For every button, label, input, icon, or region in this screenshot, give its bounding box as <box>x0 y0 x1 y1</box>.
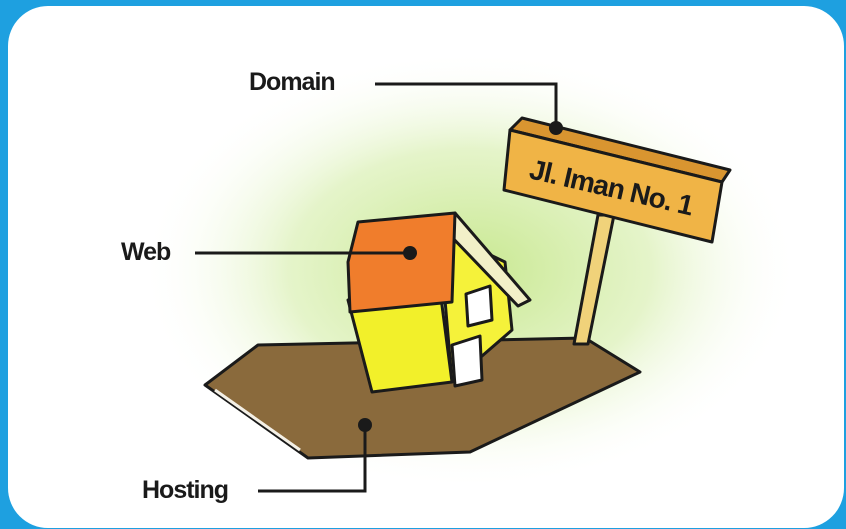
hosting-label: Hosting <box>142 476 228 504</box>
domain-label: Domain <box>249 68 335 96</box>
domain-marker <box>549 121 563 135</box>
web-marker <box>403 246 417 260</box>
hosting-marker <box>358 418 372 432</box>
house-window <box>466 286 492 326</box>
house-roof <box>348 213 455 312</box>
house-door <box>452 336 482 386</box>
web-label: Web <box>121 238 171 266</box>
